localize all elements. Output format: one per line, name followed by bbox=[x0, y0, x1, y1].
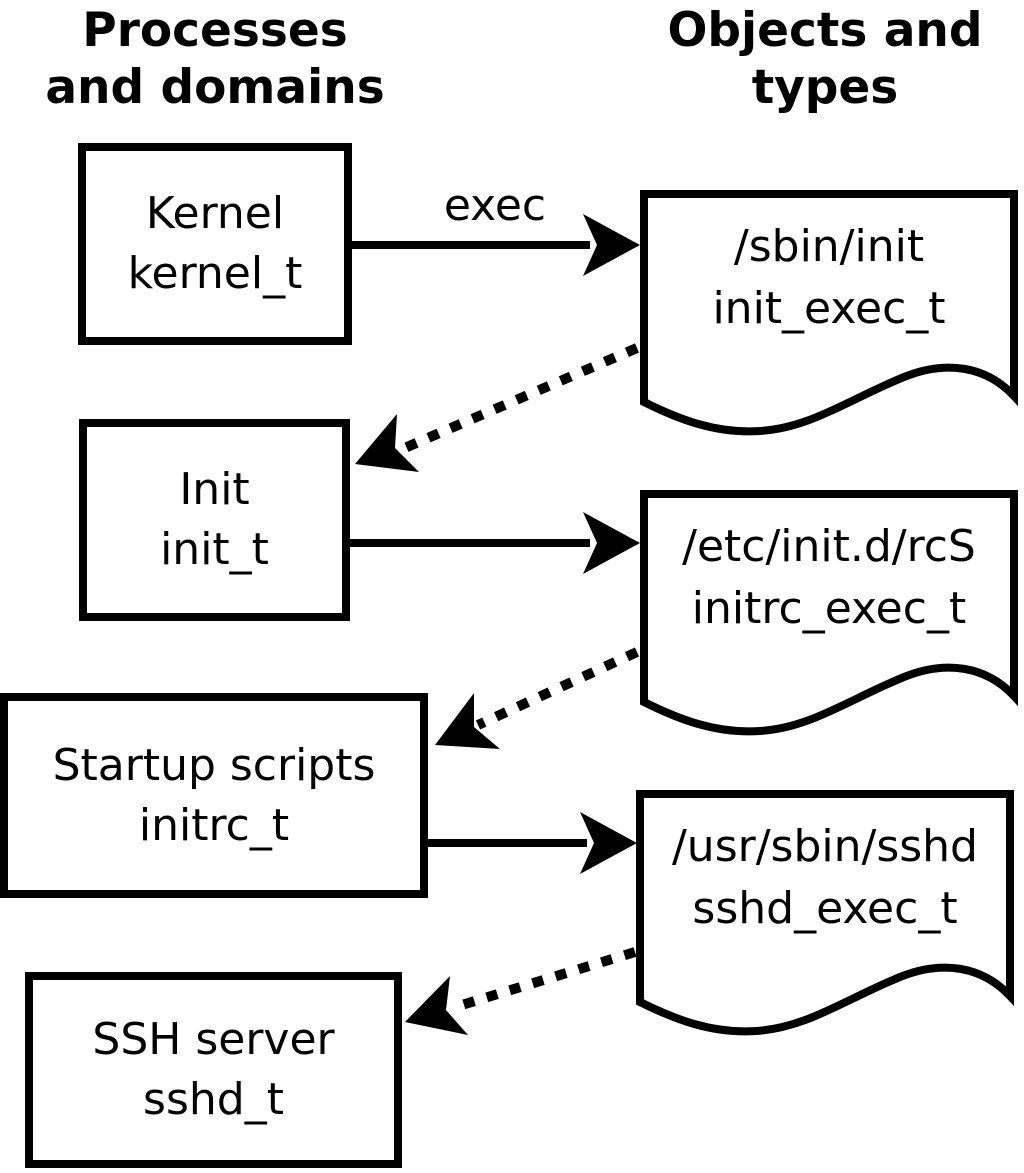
document-shape-usr-sbin-sshd bbox=[636, 790, 1014, 1036]
exec-arrow-kernel-to-init-head bbox=[583, 214, 640, 276]
exec-arrow-initrc-to-sshd-head bbox=[580, 812, 637, 874]
process-box-startup-scripts-domain: initrc_t bbox=[138, 799, 290, 851]
transition-arrow-rcs-to-initrc-head bbox=[435, 693, 500, 749]
transition-arrow-initexec-to-init-head bbox=[355, 414, 419, 472]
process-box-ssh-server-domain: sshd_t bbox=[143, 1074, 284, 1125]
process-box-startup-scripts-label: Startup scripts bbox=[52, 739, 376, 791]
object-doc-sbin-init-type: init_exec_t bbox=[712, 283, 946, 334]
heading-processes-line1: Processes bbox=[82, 3, 348, 58]
exec-edge-label: exec bbox=[443, 180, 547, 231]
heading-objects-and-types: Objects and types bbox=[630, 2, 1020, 116]
object-doc-etc-initd-rcs: /etc/init.d/rcS initrc_exec_t bbox=[648, 516, 1010, 640]
heading-processes-and-domains: Processes and domains bbox=[20, 2, 410, 116]
document-shape-etc-initd-rcs bbox=[640, 490, 1018, 736]
transition-arrow-sshdexec-to-sshd-head bbox=[405, 976, 468, 1035]
object-doc-usr-sbin-sshd-path: /usr/sbin/sshd bbox=[671, 821, 978, 872]
heading-objects-line1: Objects and bbox=[667, 3, 983, 58]
exec-arrow-init-to-rcs-head bbox=[583, 512, 640, 574]
object-doc-usr-sbin-sshd: /usr/sbin/sshd sshd_exec_t bbox=[644, 816, 1006, 940]
process-box-ssh-server-label: SSH server bbox=[92, 1014, 335, 1065]
transition-arrow-rcs-to-initrc-line bbox=[475, 647, 640, 730]
process-box-kernel-label: Kernel bbox=[145, 188, 285, 239]
object-doc-etc-initd-rcs-path: /etc/init.d/rcS bbox=[682, 521, 976, 572]
object-doc-sbin-init-path: /sbin/init bbox=[733, 221, 925, 272]
object-doc-usr-sbin-sshd-type: sshd_exec_t bbox=[692, 883, 958, 934]
process-box-kernel-domain: kernel_t bbox=[127, 248, 303, 299]
transition-arrow-sshdexec-to-sshd-line bbox=[450, 947, 637, 1013]
process-box-init: Init init_t bbox=[79, 419, 350, 621]
document-shape-sbin-init bbox=[640, 190, 1018, 436]
process-box-startup-scripts: Startup scripts initrc_t bbox=[0, 693, 428, 898]
process-box-init-domain: init_t bbox=[160, 524, 269, 575]
process-box-ssh-server: SSH server sshd_t bbox=[25, 972, 402, 1168]
process-box-init-label: Init bbox=[179, 464, 250, 515]
heading-objects-line2: types bbox=[751, 60, 899, 115]
process-box-kernel: Kernel kernel_t bbox=[78, 143, 352, 345]
object-doc-etc-initd-rcs-type: initrc_exec_t bbox=[691, 583, 967, 634]
object-doc-sbin-init: /sbin/init init_exec_t bbox=[648, 216, 1010, 340]
heading-processes-line2: and domains bbox=[45, 60, 385, 115]
transition-arrow-initexec-to-init-line bbox=[398, 343, 639, 455]
